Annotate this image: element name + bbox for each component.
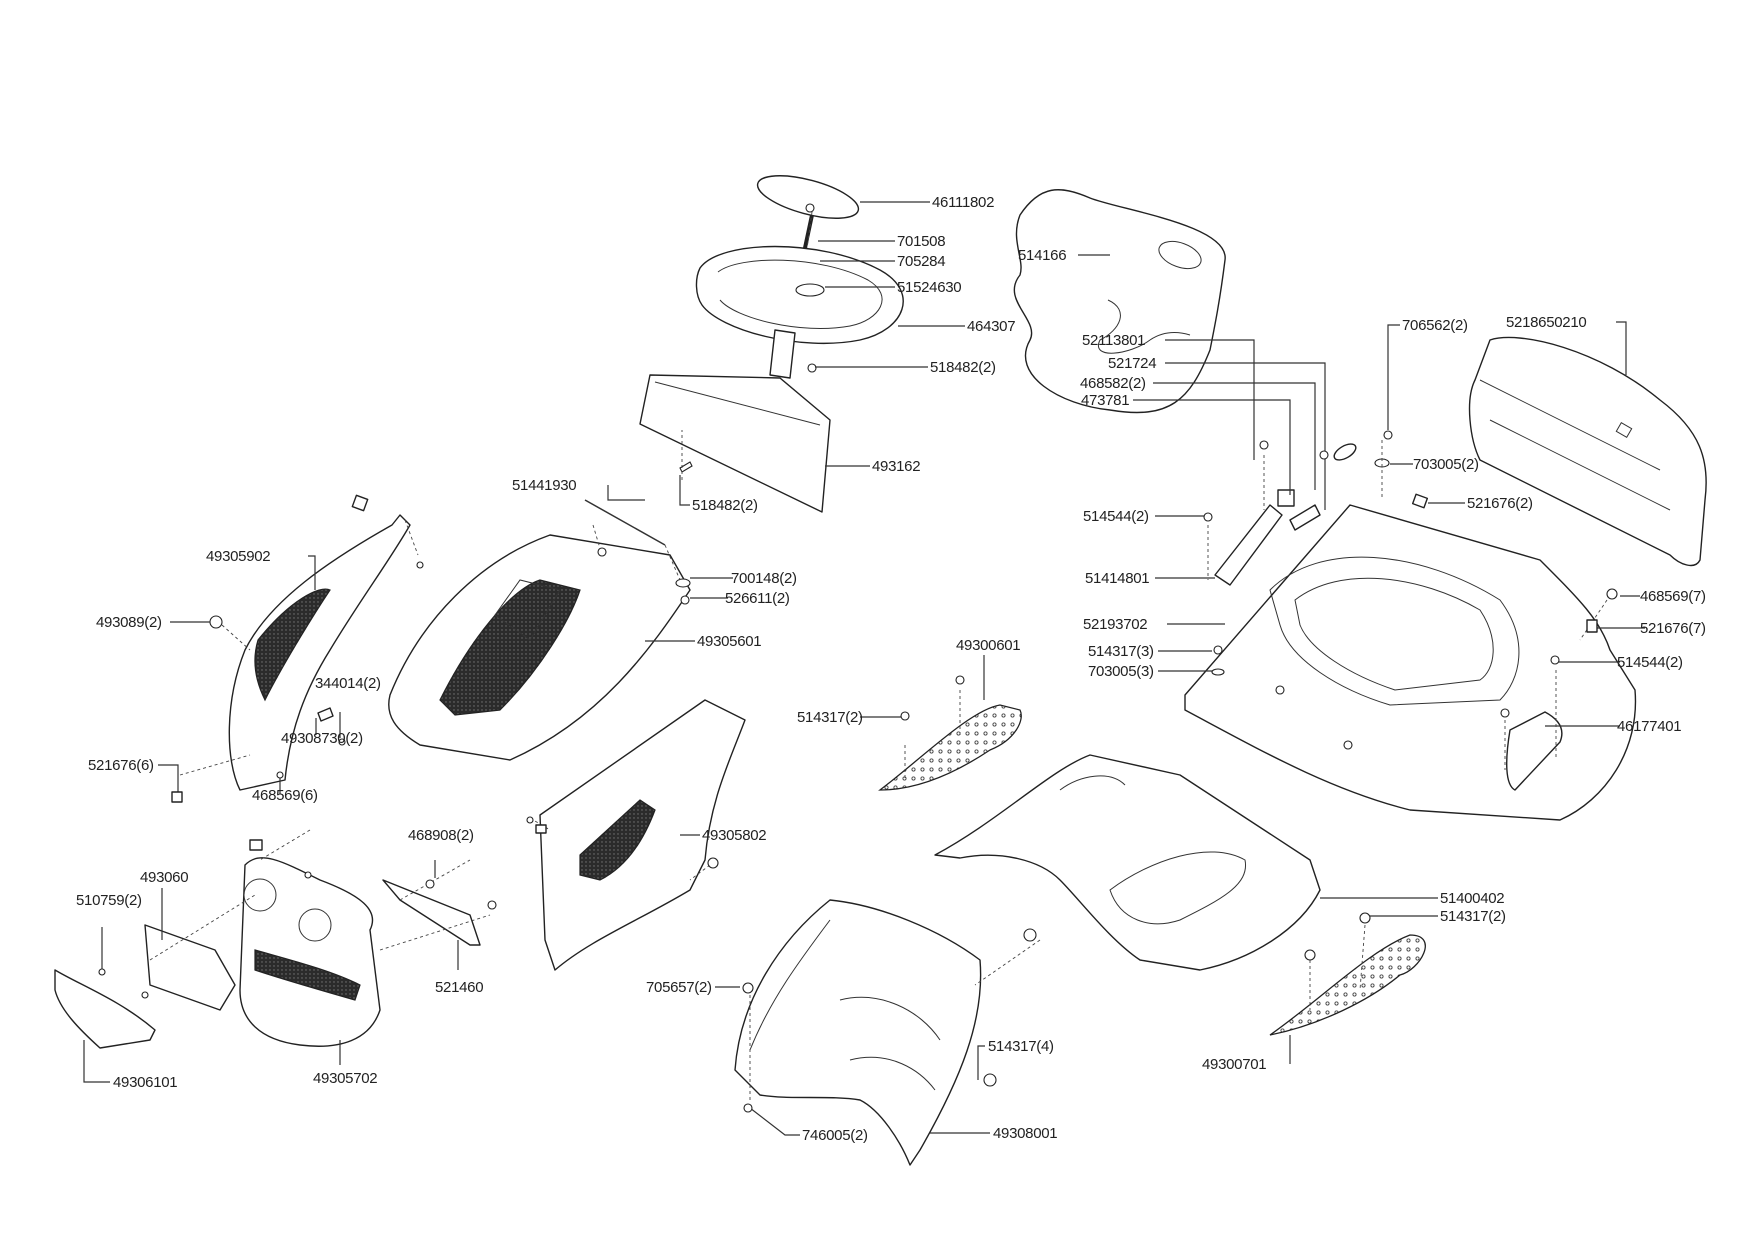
clip-nut-part [351,494,369,512]
steering-assembly [695,175,904,379]
label-51441930: 51441930 [512,477,576,494]
seat-part [1013,189,1226,414]
label-746005: 746005(2) [802,1127,868,1144]
label-514166: 514166 [1018,247,1066,264]
front-grille-part [239,857,381,1047]
label-706562: 706562(2) [1402,317,1468,334]
label-493089: 493089(2) [96,614,162,631]
label-510759: 510759(2) [76,892,142,909]
lever-trim-part [1214,504,1283,586]
label-705657: 705657(2) [646,979,712,996]
label-518482-lower: 518482(2) [692,497,758,514]
label-51400402: 51400402 [1440,890,1504,907]
screw-526611-part [680,595,690,605]
label-468908: 468908(2) [408,827,474,844]
label-514317-floor: 514317(2) [1440,908,1506,925]
label-521676-top: 521676(2) [1467,495,1533,512]
label-468569-seven: 468569(7) [1640,588,1706,605]
label-514317-four: 514317(4) [988,1038,1054,1055]
label-521676-six: 521676(6) [88,757,154,774]
label-521676-seven: 521676(7) [1640,620,1706,637]
label-49308001: 49308001 [993,1125,1057,1142]
label-51414801: 51414801 [1085,570,1149,587]
bracket-521460-part [382,879,481,946]
fender-flap-part [1506,711,1563,791]
label-700148: 700148(2) [731,570,797,587]
label-514317-three: 514317(3) [1088,643,1154,660]
label-49306101: 49306101 [113,1074,177,1091]
label-703005-top: 703005(2) [1413,456,1479,473]
label-49305601: 49305601 [697,633,761,650]
label-521724: 521724 [1108,355,1156,372]
steering-wheel-part [695,245,904,345]
label-514544-left: 514544(2) [1083,508,1149,525]
label-46177401: 46177401 [1617,718,1681,735]
clip-nut-521676-part [1411,493,1429,509]
label-526611: 526611(2) [725,590,790,607]
hardware [98,203,1618,1113]
rear-bag-cover-part [1468,336,1707,567]
label-49305802: 49305802 [702,827,766,844]
leader-lines [83,201,1645,1136]
label-705284: 705284 [897,253,945,270]
label-514317-footplate: 514317(2) [797,709,863,726]
label-49300701: 49300701 [1202,1056,1266,1073]
label-703005-three: 703005(3) [1088,663,1154,680]
label-493060: 493060 [140,869,188,886]
left-side-panel-part [228,514,411,791]
label-49300601: 49300601 [956,637,1020,654]
grommet-part [209,615,223,629]
switch-part [1277,489,1295,507]
label-49305702: 49305702 [313,1070,377,1087]
label-468582: 468582(2) [1080,375,1146,392]
label-49305902: 49305902 [206,548,270,565]
label-5218650210: 5218650210 [1506,314,1586,331]
label-52193702: 52193702 [1083,616,1147,633]
label-521460: 521460 [435,979,483,996]
hood-rod-part [584,499,666,546]
plug-part [1333,443,1357,461]
screw-518482-part [679,461,693,473]
label-52113801: 52113801 [1082,332,1145,349]
label-49308730: 49308730(2) [281,730,363,747]
label-464307: 464307 [967,318,1015,335]
switch-bezel-part [1289,504,1321,531]
headlight-lens-part [144,924,236,1011]
left-foot-plate-part [878,704,1022,791]
label-51524630: 51524630 [897,279,961,296]
dash-panel-part [639,374,831,513]
steering-cap-part [756,175,860,219]
bracket-49308730-part [317,707,334,722]
floor-panel-part [934,754,1321,971]
label-473781: 473781 [1081,392,1129,409]
label-493162: 493162 [872,458,920,475]
right-foot-plate-part [1269,934,1426,1036]
label-46111802: 46111802 [932,194,994,211]
label-701508: 701508 [897,233,945,250]
washer-700148-part [675,578,691,588]
label-344014: 344014(2) [315,675,381,692]
bumper-trim-part [54,969,156,1049]
label-468569-six: 468569(6) [252,787,318,804]
label-514544-right: 514544(2) [1617,654,1683,671]
part-labels: 46111802 701508 705284 51524630 464307 5… [76,194,1706,1144]
label-518482-upper: 518482(2) [930,359,996,376]
